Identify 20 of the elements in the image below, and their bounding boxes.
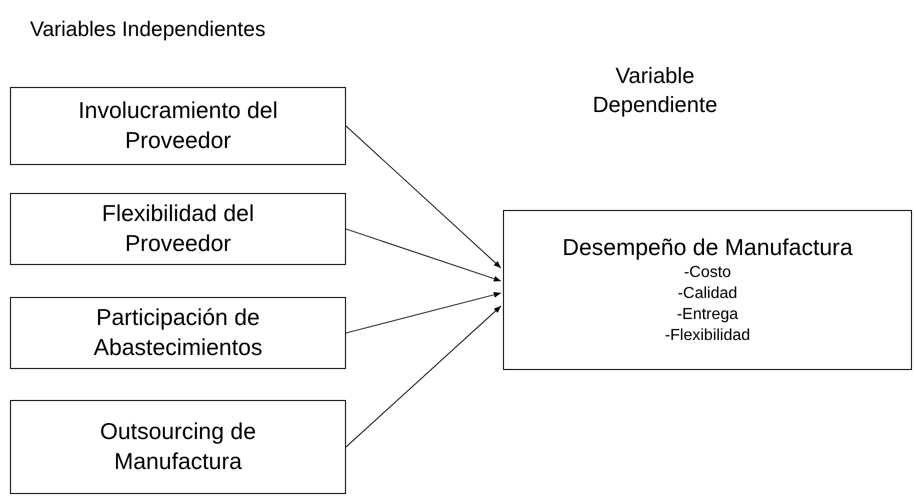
node-label: Desempeño de Manufactura — [562, 233, 853, 262]
heading: Variables Independientes — [30, 18, 266, 42]
arrow — [346, 292, 502, 334]
arrow — [346, 228, 502, 282]
node-label: Outsourcing de Manufactura — [99, 417, 257, 476]
text-box — [10, 400, 346, 494]
arrow — [346, 306, 502, 448]
text-box — [503, 210, 912, 370]
text-box — [10, 87, 346, 165]
text-box — [10, 297, 346, 369]
list-item: -Flexibilidad — [664, 326, 750, 346]
node-label: Flexibilidad del Proveedor — [100, 199, 256, 258]
list-item: -Calidad — [678, 284, 738, 304]
node-label: Involucramiento del Proveedor — [77, 96, 279, 155]
node-label: Participación de Abastecimientos — [92, 303, 264, 362]
heading: Variable Dependiente — [592, 62, 718, 119]
list-item: -Costo — [684, 263, 732, 284]
list-item: -Entrega — [676, 304, 738, 325]
arrow — [346, 126, 502, 268]
text-box — [10, 193, 346, 265]
